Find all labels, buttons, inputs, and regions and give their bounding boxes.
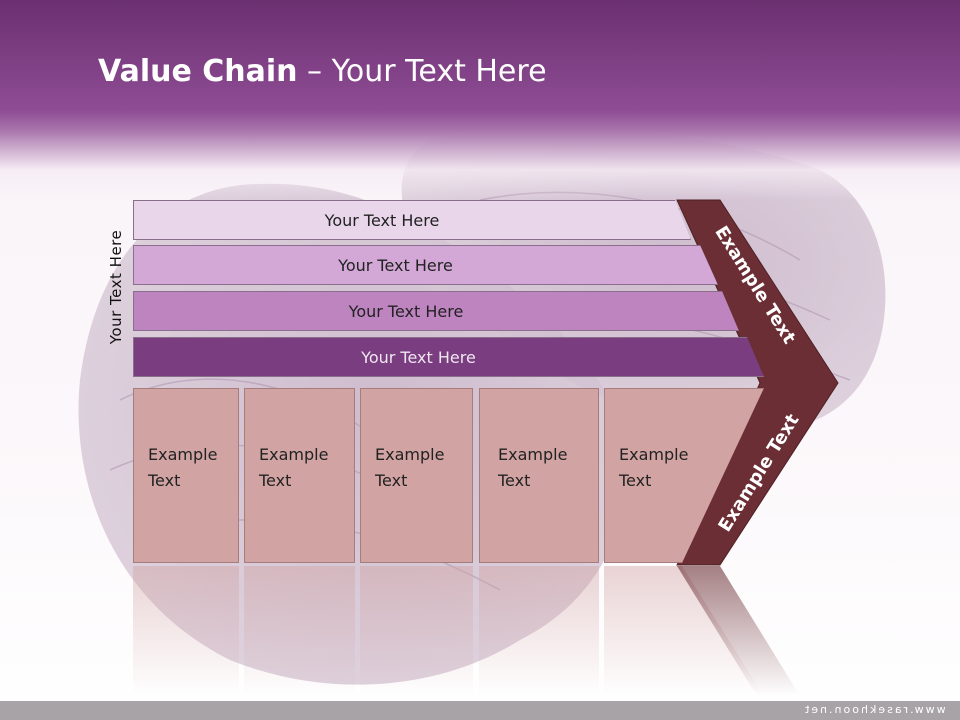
activity-box-4-line2: Text	[498, 471, 531, 490]
activity-box-3-line1: Example	[375, 445, 445, 464]
support-layer-1-label: Your Text Here	[324, 210, 440, 230]
slide-title: Value Chain – Your Text Here	[98, 54, 547, 89]
title-bold: Value Chain	[98, 54, 298, 89]
activity-box-5-line1: Example	[619, 445, 689, 464]
support-layer-2: Your Text Here	[133, 245, 718, 285]
activity-box-2-line2: Text	[259, 471, 292, 490]
support-layer-4: Your Text Here	[133, 337, 764, 377]
activity-box-3: Example Text	[360, 388, 473, 563]
activity-box-2-line1: Example	[259, 445, 329, 464]
support-layer-3-label: Your Text Here	[348, 301, 464, 321]
activity-box-1-line1: Example	[148, 445, 218, 464]
support-layer-1: Your Text Here	[133, 200, 691, 240]
footer-watermark-text: www.rasekhoon.net	[803, 703, 946, 716]
activity-box-4: Example Text	[479, 388, 599, 563]
activity-box-3-line2: Text	[375, 471, 408, 490]
activity-box-1: Example Text	[133, 388, 239, 563]
header-band	[0, 0, 960, 200]
activity-box-4-line1: Example	[498, 445, 568, 464]
activity-box-5-line2: Text	[619, 471, 652, 490]
support-layer-3: Your Text Here	[133, 291, 739, 331]
title-rest: – Your Text Here	[297, 54, 547, 89]
support-layer-4-label: Your Text Here	[361, 347, 476, 367]
support-layer-2-label: Your Text Here	[338, 255, 453, 275]
activity-box-1-line2: Text	[148, 471, 181, 490]
activity-box-2: Example Text	[244, 388, 355, 563]
footer-bar: www.rasekhoon.net	[0, 701, 960, 720]
